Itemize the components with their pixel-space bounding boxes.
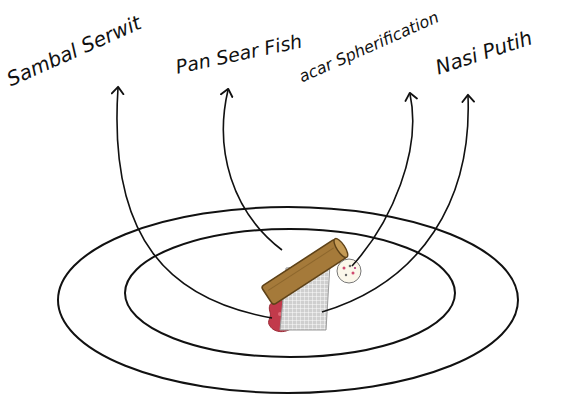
leader-arrow bbox=[223, 90, 282, 250]
plate-well bbox=[125, 229, 455, 357]
leader-arrow bbox=[117, 88, 272, 318]
plate-rim bbox=[58, 207, 518, 393]
acar-dot bbox=[343, 267, 346, 270]
food-label: Nasi Putih bbox=[433, 27, 535, 77]
acar-dot bbox=[345, 274, 347, 276]
acar-dot bbox=[349, 265, 352, 268]
food-label: Sambal Serwit bbox=[4, 12, 144, 89]
acar-sphere bbox=[337, 259, 361, 283]
leader-arrow bbox=[322, 96, 468, 312]
acar-dot bbox=[352, 272, 355, 275]
acar-dot bbox=[354, 267, 356, 269]
food-label: Pan Sear Fish bbox=[174, 31, 304, 76]
leader-arrow bbox=[352, 94, 413, 266]
food-label: acar Spherification bbox=[297, 9, 441, 85]
